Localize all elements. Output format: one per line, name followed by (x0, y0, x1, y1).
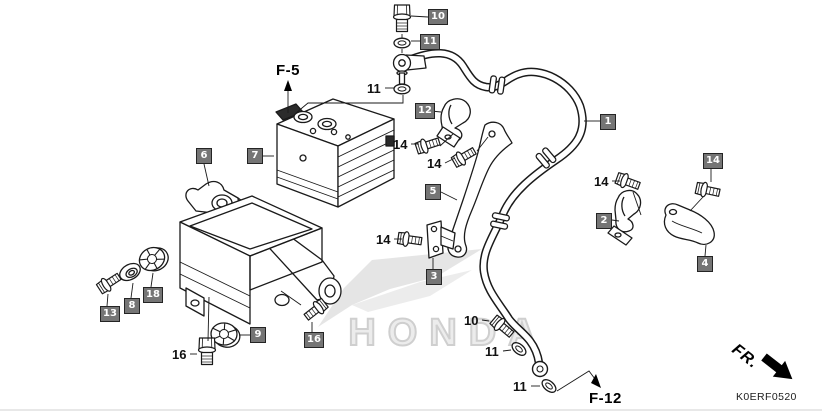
figref-f5[interactable]: F-5 (276, 62, 300, 79)
banjo-fitting-top (392, 53, 427, 85)
part-bolt-16-left (197, 337, 217, 366)
part-bolt-14-d (613, 170, 643, 194)
callout-text-14: 14 (393, 137, 408, 152)
part-clamp-2 (607, 189, 642, 246)
part-bracket-4 (663, 203, 715, 246)
callout-box-10[interactable]: 10 (428, 9, 448, 25)
part-bolt-13 (94, 269, 124, 296)
part-abs-modulator (275, 98, 395, 208)
callout-box-4[interactable]: 4 (697, 256, 713, 272)
callout-box-18[interactable]: 18 (143, 287, 163, 303)
callout-box-9[interactable]: 9 (250, 327, 266, 343)
callout-box-14[interactable]: 14 (703, 153, 723, 169)
honda-wing-watermark (318, 249, 482, 327)
callout-box-13[interactable]: 13 (100, 306, 120, 322)
figref-f12[interactable]: F-12 (589, 390, 622, 407)
callout-text-11: 11 (485, 344, 499, 359)
callout-text-10: 10 (464, 313, 479, 328)
callout-box-11[interactable]: 11 (420, 34, 440, 50)
callout-box-6[interactable]: 6 (196, 148, 212, 164)
part-bracket-5 (447, 121, 513, 258)
callout-box-16[interactable]: 16 (304, 332, 324, 348)
callout-box-2[interactable]: 2 (596, 213, 612, 229)
part-bolt-14-a (413, 133, 442, 157)
part-bolt-14-e (694, 180, 722, 201)
callout-text-11: 11 (367, 81, 381, 96)
callout-box-8[interactable]: 8 (124, 298, 140, 314)
callout-text-16: 16 (172, 347, 187, 362)
callout-text-14: 14 (427, 156, 442, 171)
callout-text-14: 14 (376, 232, 391, 247)
callout-box-3[interactable]: 3 (426, 269, 442, 285)
part-holder-3 (426, 220, 456, 259)
callout-box-5[interactable]: 5 (425, 184, 441, 200)
part-bolt-14-c (396, 230, 424, 250)
callout-box-12[interactable]: 12 (415, 103, 435, 119)
callout-box-1[interactable]: 1 (600, 114, 616, 130)
part-mount-18 (134, 241, 173, 278)
callout-box-7[interactable]: 7 (247, 148, 263, 164)
reference-arrows (284, 80, 601, 388)
part-washer-11-b (393, 83, 411, 95)
fr-direction-arrow (761, 353, 793, 380)
callout-text-14: 14 (594, 174, 609, 189)
part-washer-11-a (393, 37, 411, 49)
f12-arrow (591, 374, 601, 388)
diagram-code: K0ERF0520 (736, 391, 797, 403)
part-washer-11-c (509, 339, 529, 359)
part-clamp-12 (436, 98, 471, 148)
part-washer-11-d (539, 376, 559, 396)
callout-text-11: 11 (513, 379, 527, 394)
part-bolt-10-top (392, 4, 412, 33)
f5-up-arrow (284, 80, 292, 91)
part-abs-bracket (179, 180, 342, 325)
